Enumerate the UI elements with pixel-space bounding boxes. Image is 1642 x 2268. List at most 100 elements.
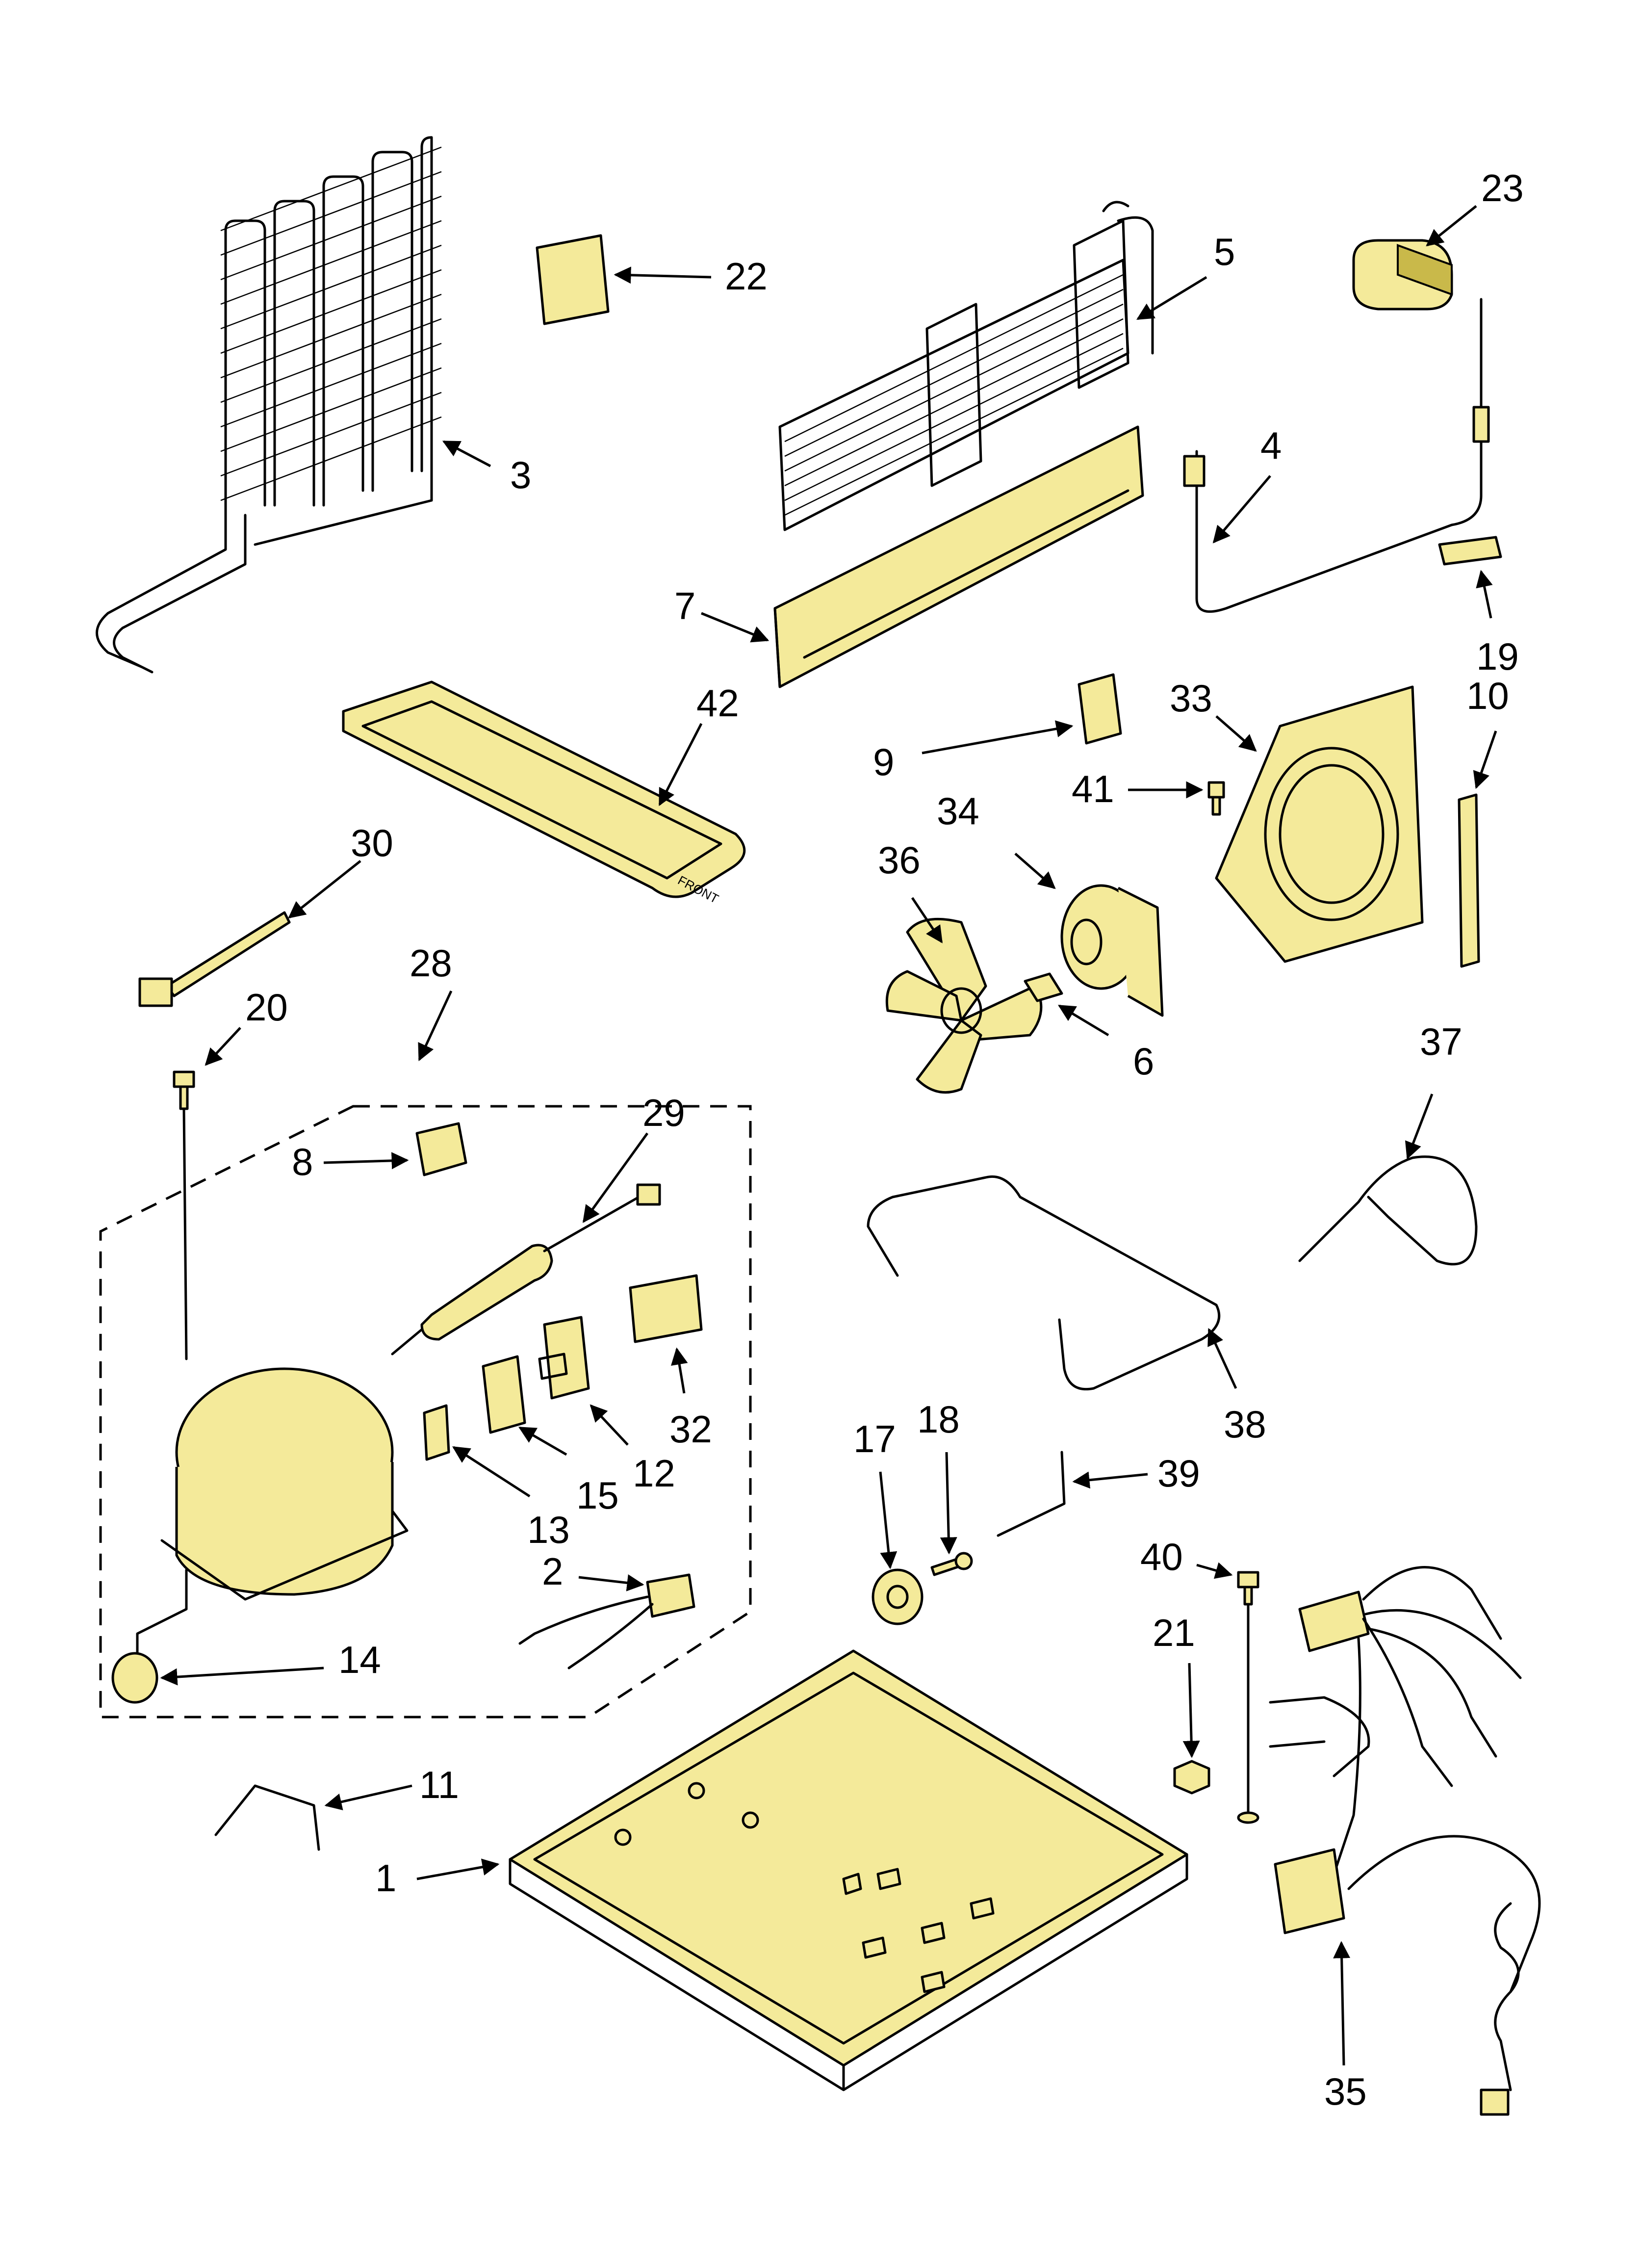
svg-text:12: 12	[633, 1452, 675, 1495]
svg-text:41: 41	[1072, 767, 1114, 810]
compressor-kit-boundary	[99, 1105, 752, 1719]
tube-38	[867, 1175, 1221, 1391]
svg-text:22: 22	[725, 255, 768, 298]
svg-text:8: 8	[292, 1140, 313, 1183]
svg-text:30: 30	[351, 821, 393, 864]
tube-39	[997, 1451, 1066, 1537]
callout-2: 2	[542, 1550, 644, 1593]
svg-text:42: 42	[696, 681, 739, 725]
svg-text:20: 20	[245, 986, 288, 1029]
tube-37	[1298, 1155, 1478, 1266]
screw-40	[1237, 1571, 1259, 1824]
svg-text:19: 19	[1476, 635, 1519, 678]
callout-30: 30	[288, 821, 393, 919]
callout-34: 34	[937, 789, 1056, 889]
callout-10: 10	[1466, 674, 1509, 789]
callout-7: 7	[674, 584, 770, 643]
svg-text:37: 37	[1420, 1020, 1462, 1063]
svg-text:15: 15	[576, 1474, 619, 1517]
spring-clip	[214, 1784, 320, 1851]
callout-41: 41	[1072, 767, 1204, 810]
svg-text:29: 29	[642, 1091, 685, 1134]
svg-text:21: 21	[1153, 1611, 1195, 1654]
mounting-bracket	[1078, 673, 1122, 745]
svg-text:28: 28	[410, 941, 452, 985]
svg-text:11: 11	[419, 1763, 459, 1806]
sensor-harness	[1183, 298, 1490, 613]
evaporator	[778, 201, 1154, 531]
svg-text:2: 2	[542, 1550, 563, 1593]
callout-32: 32	[669, 1347, 712, 1451]
overload-12	[538, 1316, 590, 1400]
nut-21	[1173, 1760, 1210, 1795]
fan-blade	[885, 917, 1043, 1094]
callout-19: 19	[1476, 570, 1519, 678]
callout-6: 6	[1057, 1004, 1154, 1083]
callout-17: 17	[853, 1417, 898, 1569]
drain-tray: FRONT	[342, 680, 746, 906]
relay-15	[482, 1355, 526, 1434]
svg-text:34: 34	[937, 789, 979, 833]
svg-text:13: 13	[527, 1508, 570, 1551]
roller	[872, 1568, 924, 1625]
svg-text:36: 36	[878, 838, 921, 882]
callout-18: 18	[917, 1398, 960, 1555]
svg-text:40: 40	[1140, 1535, 1183, 1578]
callout-21: 21	[1153, 1611, 1200, 1758]
wire-plug	[518, 1573, 695, 1669]
axle-pin	[930, 1552, 973, 1576]
wire-harness	[1269, 1566, 1541, 2116]
svg-text:18: 18	[917, 1398, 960, 1441]
callout-40: 40	[1140, 1535, 1233, 1579]
callout-39: 39	[1072, 1452, 1200, 1495]
svg-text:6: 6	[1133, 1040, 1154, 1083]
svg-text:3: 3	[510, 453, 531, 496]
foam-strip	[1458, 793, 1480, 968]
callout-11: 11	[324, 1763, 459, 1811]
callout-1: 1	[375, 1856, 500, 1900]
svg-text:7: 7	[674, 584, 695, 627]
capacitor	[629, 1274, 703, 1343]
svg-text:14: 14	[338, 1638, 381, 1681]
callout-23: 23	[1426, 166, 1524, 247]
condenser-coil	[96, 136, 442, 674]
svg-text:1: 1	[375, 1856, 396, 1900]
svg-text:39: 39	[1157, 1452, 1200, 1495]
clip-13	[423, 1404, 450, 1461]
fan-shroud	[1215, 685, 1424, 963]
callout-35: 35	[1324, 1941, 1367, 2113]
cap	[1352, 239, 1453, 311]
screw-41	[1207, 781, 1225, 816]
cable-tie	[138, 911, 291, 1007]
svg-text:17: 17	[853, 1417, 896, 1460]
svg-text:5: 5	[1214, 230, 1235, 273]
callout-28: 28	[410, 941, 453, 1062]
nut-6	[1024, 972, 1063, 1002]
svg-text:33: 33	[1170, 677, 1212, 720]
callout-29: 29	[582, 1091, 685, 1223]
callout-3: 3	[442, 440, 531, 496]
callout-13: 13	[452, 1446, 570, 1551]
callout-20: 20	[205, 986, 288, 1066]
filter-drier	[391, 1183, 661, 1356]
screw-20	[173, 1070, 195, 1360]
callout-15: 15	[518, 1426, 619, 1517]
callout-5: 5	[1136, 230, 1235, 320]
callout-36: 36	[878, 838, 943, 943]
callout-12: 12	[590, 1404, 675, 1495]
svg-text:32: 32	[669, 1408, 712, 1451]
base-frame	[509, 1649, 1188, 2091]
relay-8	[415, 1122, 467, 1176]
callout-8: 8	[292, 1140, 409, 1183]
callout-4: 4	[1212, 424, 1282, 544]
evaporator-cover	[773, 425, 1144, 688]
compressor	[136, 1367, 409, 1660]
callout-42: 42	[658, 681, 739, 807]
callout-33: 33	[1170, 677, 1257, 752]
svg-text:9: 9	[873, 740, 894, 783]
svg-text:23: 23	[1481, 166, 1524, 209]
grommet	[111, 1652, 158, 1704]
callout-14: 14	[160, 1638, 381, 1686]
callout-38: 38	[1207, 1328, 1266, 1446]
